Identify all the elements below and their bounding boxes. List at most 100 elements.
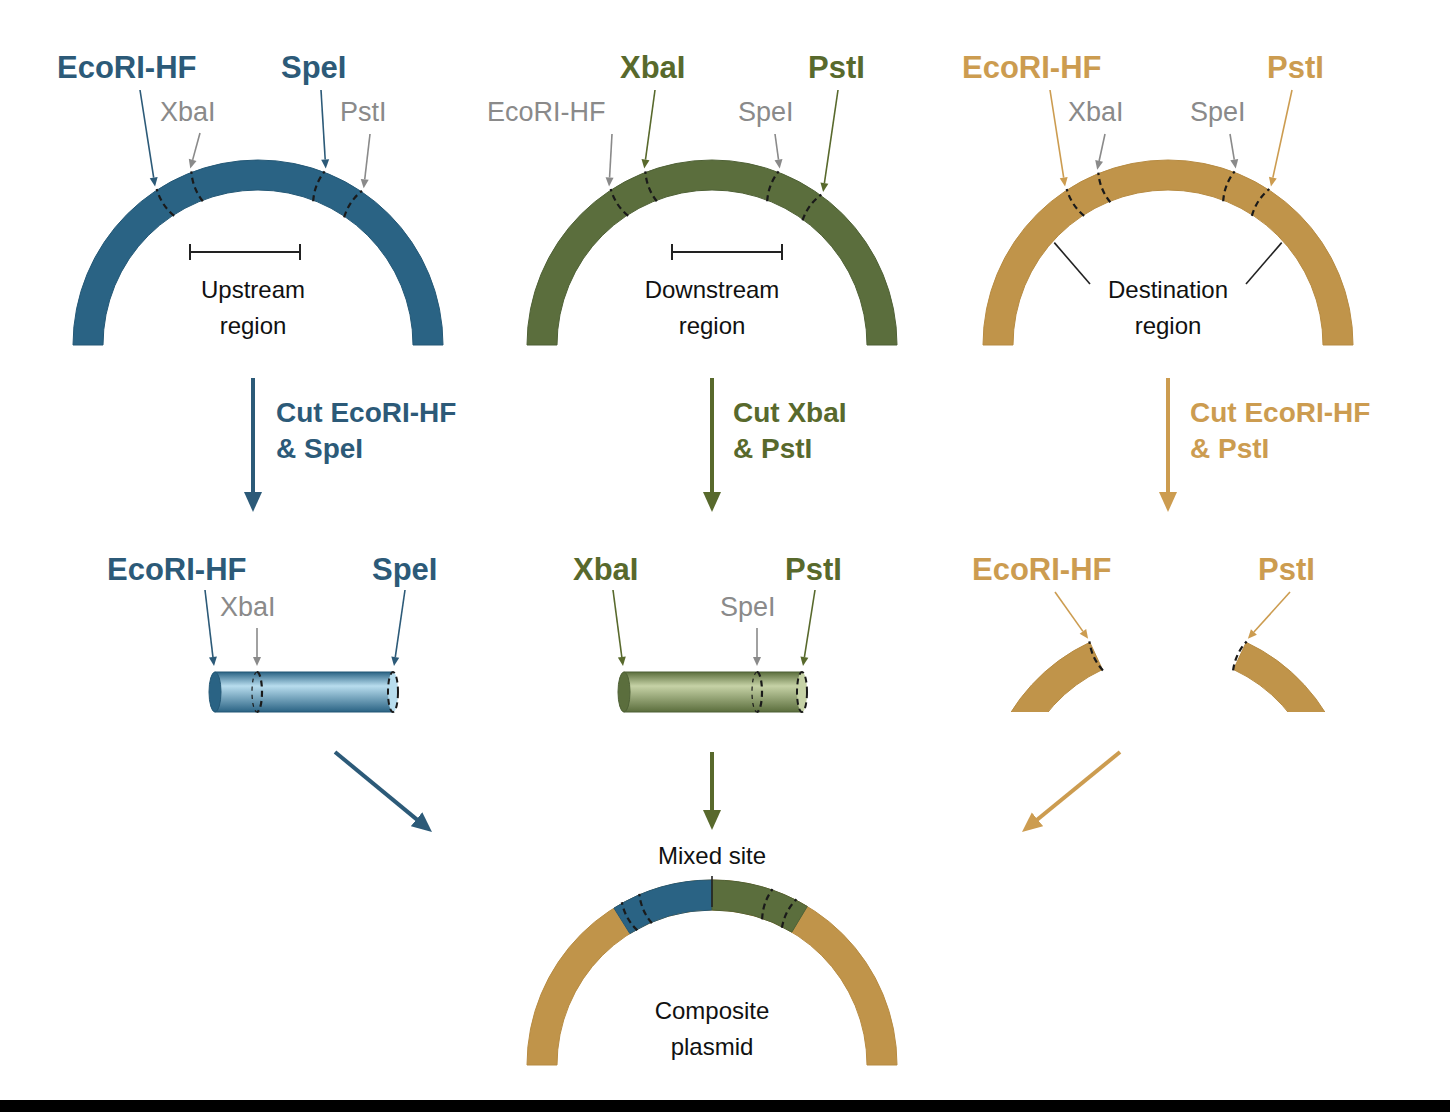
process-arrow	[1030, 752, 1120, 826]
restriction-site	[752, 672, 757, 712]
composite-plasmid: Mixed siteComposite plasmid	[500, 838, 920, 1090]
region-label: Mixed site	[612, 838, 812, 874]
plasmid-tube	[1234, 642, 1342, 712]
plasmid-tube	[614, 880, 712, 934]
plasmid-tube	[527, 880, 897, 1065]
restriction-site	[622, 902, 638, 930]
leader-arrowhead	[1080, 629, 1088, 639]
restriction-site	[645, 171, 656, 201]
enzyme-label: SpeI	[720, 592, 776, 623]
leader-line	[365, 134, 370, 179]
leader-line	[1230, 134, 1234, 160]
restriction-site	[782, 899, 797, 928]
step-label: Cut EcoRI-HF & PstI	[1190, 395, 1390, 468]
plasmid-tube	[73, 160, 443, 345]
leader-arrowhead	[391, 657, 399, 666]
restriction-site	[611, 189, 628, 216]
fragment-end	[388, 672, 398, 712]
leader-line	[1273, 90, 1292, 178]
leader-arrowhead	[775, 159, 783, 168]
restriction-site	[803, 195, 822, 221]
leader-line	[613, 590, 622, 657]
leader-line	[1055, 592, 1083, 631]
downstream-plasmid: EcoRI-HF XbaI SpeI PstI Downstream region	[480, 45, 930, 360]
enzyme-label: EcoRI-HF	[57, 50, 197, 86]
restriction-site	[1067, 189, 1084, 216]
region-label: Destination region	[1073, 272, 1263, 344]
restriction-site	[191, 171, 202, 201]
leader-line	[824, 90, 838, 183]
region-bracket	[672, 244, 782, 260]
plasmid-tube	[712, 880, 807, 932]
leader-line	[711, 876, 713, 907]
leader-arrowhead	[753, 657, 761, 666]
leader-arrowhead	[820, 183, 828, 192]
enzyme-label: PstI	[1267, 50, 1324, 86]
enzyme-label: XbaI	[160, 97, 216, 128]
restriction-site	[767, 171, 778, 201]
enzyme-label: PstI	[808, 50, 865, 86]
leader-arrowhead	[1269, 177, 1277, 187]
fragment-end	[618, 672, 630, 712]
leader-arrowhead	[642, 159, 650, 168]
upstream-fragment: EcoRI-HFXbaISpeI	[100, 540, 470, 715]
leader-arrowhead	[253, 657, 261, 666]
fragment-end	[797, 672, 807, 712]
leader-line	[756, 628, 758, 657]
process-arrow	[710, 752, 714, 820]
restriction-site	[313, 171, 324, 201]
restriction-site	[1098, 173, 1110, 203]
dna-fragment	[215, 672, 393, 712]
enzyme-label: SpeI	[738, 97, 794, 128]
process-arrow	[1166, 378, 1170, 502]
plasmid-tube	[527, 160, 897, 345]
destination-plasmid: EcoRI-HFXbaISpeIPstIDestination region	[935, 45, 1440, 360]
plasmid-tube	[983, 160, 1353, 345]
leader-arrowhead	[1248, 629, 1257, 638]
restriction-site	[757, 672, 762, 712]
plasmid-tube	[994, 642, 1102, 712]
upstream-plasmid: EcoRI-HFXbaISpeIPstIUpstream region	[40, 45, 480, 360]
restriction-site	[1089, 641, 1103, 670]
leader-arrowhead	[618, 657, 626, 666]
leader-line	[321, 90, 325, 160]
enzyme-label: PstI	[340, 97, 387, 128]
dna-fragment	[624, 672, 802, 712]
leader-line	[1099, 134, 1105, 161]
enzyme-label: EcoRI-HF	[487, 97, 606, 128]
enzyme-label: EcoRI-HF	[107, 552, 247, 588]
bottom-bar	[0, 1100, 1450, 1112]
leader-line	[140, 90, 154, 178]
enzyme-label: SpeI	[372, 552, 437, 588]
region-label: Downstream region	[617, 272, 807, 344]
leader-line	[775, 134, 779, 160]
enzyme-label: PstI	[785, 552, 842, 588]
leader-arrowhead	[189, 159, 197, 169]
leader-arrowhead	[606, 177, 614, 186]
restriction-site	[1252, 189, 1269, 216]
leader-arrowhead	[321, 159, 329, 168]
restriction-site	[344, 191, 362, 218]
leader-line	[1254, 592, 1290, 632]
leader-line	[395, 590, 405, 657]
leader-line	[256, 628, 258, 657]
downstream-fragment: XbaISpeIPstI	[560, 540, 880, 715]
leader-arrowhead	[800, 656, 808, 666]
leader-line	[193, 133, 200, 160]
enzyme-label: XbaI	[1068, 97, 1124, 128]
restriction-site	[257, 672, 262, 712]
leader-arrowhead	[1095, 160, 1103, 170]
process-arrow	[710, 378, 714, 502]
enzyme-label: PstI	[1258, 552, 1315, 588]
enzyme-label: XbaI	[620, 50, 685, 86]
leader-line	[1246, 243, 1282, 284]
restriction-site	[1233, 641, 1247, 670]
restriction-site	[1223, 171, 1234, 201]
leader-line	[645, 90, 655, 160]
process-arrow	[335, 752, 424, 826]
step-label: Cut XbaI & PstI	[733, 395, 863, 468]
process-arrow	[251, 378, 255, 502]
step-label: Cut EcoRI-HF & SpeI	[276, 395, 476, 468]
fragment-end	[209, 672, 221, 712]
